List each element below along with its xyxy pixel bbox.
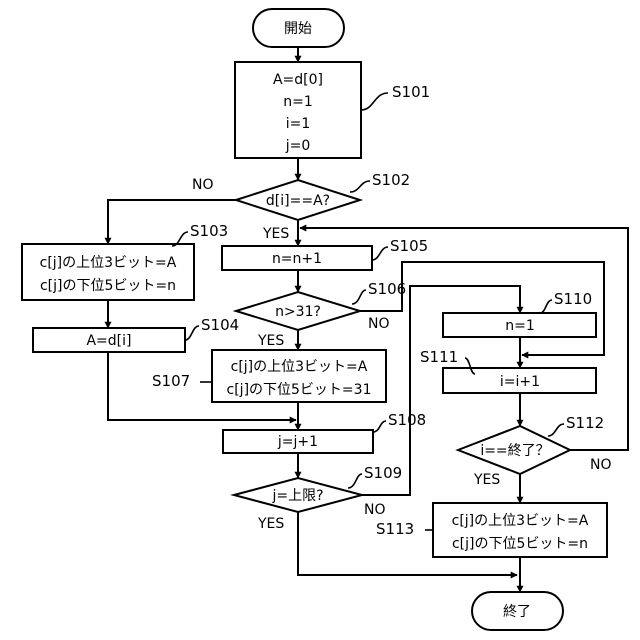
step-label: S106: [368, 280, 406, 298]
decision-s109: j=上限?: [234, 478, 362, 512]
step-label: S107: [152, 372, 190, 390]
process-s105: n=n+1: [222, 246, 372, 270]
branch-label: YES: [262, 226, 289, 242]
process-line: c[j]の上位3ビット=A: [231, 359, 368, 375]
step-label: S108: [388, 411, 426, 429]
process-line: c[j]の上位3ビット=A: [40, 255, 177, 271]
process-s103: c[j]の上位3ビット=A c[j]の下位5ビット=n: [22, 244, 194, 300]
end-terminal: 終了: [472, 592, 563, 630]
process-s108: j=j+1: [223, 430, 373, 453]
step-label: S111: [420, 348, 458, 366]
step-label: S103: [190, 222, 228, 240]
start-terminal: 開始: [253, 9, 344, 47]
branch-label: NO: [192, 177, 214, 193]
process-s111: i=i+1: [443, 368, 596, 393]
decision-text: j=上限?: [271, 488, 323, 504]
step-label: S109: [364, 464, 402, 482]
process-line: j=j+1: [277, 434, 318, 450]
start-label: 開始: [284, 21, 312, 37]
process-line: c[j]の上位3ビット=A: [452, 513, 589, 529]
process-line: c[j]の下位5ビット=31: [227, 382, 372, 398]
step-label: S104: [201, 316, 239, 334]
process-line: i=1: [286, 116, 311, 132]
process-line: n=1: [283, 94, 313, 110]
process-s104: A=d[i]: [33, 328, 185, 352]
process-line: A=d[0]: [273, 72, 323, 88]
process-line: n=n+1: [272, 251, 322, 267]
branch-label: NO: [364, 502, 386, 518]
branch-label: YES: [257, 333, 284, 349]
process-line: c[j]の下位5ビット=n: [40, 278, 176, 294]
process-line: i=i+1: [500, 374, 540, 390]
process-line: c[j]の下位5ビット=n: [452, 536, 588, 552]
decision-text: i==終了？: [480, 443, 549, 459]
s106-no-path: [360, 262, 604, 355]
decision-s102: d[i]==A?: [236, 180, 360, 220]
end-label: 終了: [503, 604, 531, 620]
process-line: j=0: [285, 138, 311, 154]
step-label: S102: [372, 171, 410, 189]
decision-text: n>31?: [275, 304, 321, 320]
branch-label: YES: [257, 516, 284, 532]
process-line: A=d[i]: [86, 333, 131, 349]
decision-text: d[i]==A?: [266, 193, 330, 209]
decision-s106: n>31?: [236, 292, 360, 330]
process-s110: n=1: [443, 313, 596, 337]
branch-label: NO: [590, 457, 612, 473]
process-s101: A=d[0] n=1 i=1 j=0: [235, 62, 361, 158]
process-s113: c[j]の上位3ビット=A c[j]の下位5ビット=n: [433, 503, 607, 557]
process-line: n=1: [505, 318, 535, 334]
step-label: S113: [376, 520, 414, 538]
process-s107: c[j]の上位3ビット=A c[j]の下位5ビット=31: [212, 350, 386, 402]
step-label: S110: [554, 290, 592, 308]
step-label: S105: [390, 237, 428, 255]
step-label: S112: [566, 414, 604, 432]
branch-label: YES: [473, 472, 500, 488]
branch-label: NO: [368, 316, 390, 332]
step-label: S101: [392, 83, 430, 101]
